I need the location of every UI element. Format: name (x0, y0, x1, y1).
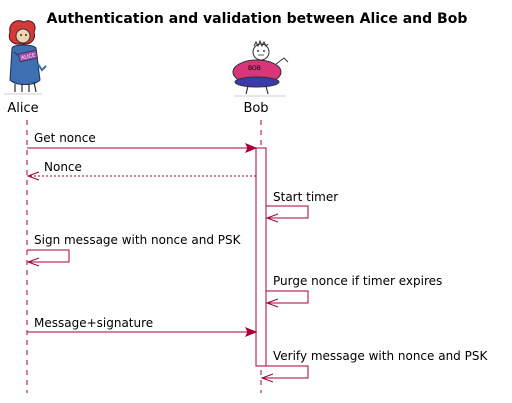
message-label: Purge nonce if timer expires (273, 274, 442, 288)
diagram-title: Authentication and validation between Al… (47, 11, 468, 27)
participant-alice-label: Alice (7, 101, 38, 116)
message-label: Sign message with nonce and PSK (34, 233, 242, 247)
participant-bob-label: Bob (243, 101, 268, 116)
message-label: Message+signature (34, 316, 153, 330)
message-arrow (27, 143, 258, 153)
self-message-arrow (26, 249, 70, 267)
self-message-arrow (265, 290, 309, 308)
message-arrow (27, 327, 258, 337)
self-message-arrow (260, 365, 309, 383)
message-arrow (26, 171, 256, 181)
message-label: Nonce (44, 160, 82, 174)
bob-activation-bar (255, 147, 267, 367)
bob-badge: BOB (248, 65, 261, 72)
bob-figure-icon: BOB (232, 39, 289, 97)
message-label: Verify message with nonce and PSK (273, 349, 488, 363)
message-label: Start timer (273, 190, 338, 204)
self-message-arrow (265, 205, 309, 223)
alice-figure-icon: ALICE (4, 20, 47, 95)
alice-badge: ALICE (21, 53, 36, 62)
message-label: Get nonce (34, 131, 96, 145)
